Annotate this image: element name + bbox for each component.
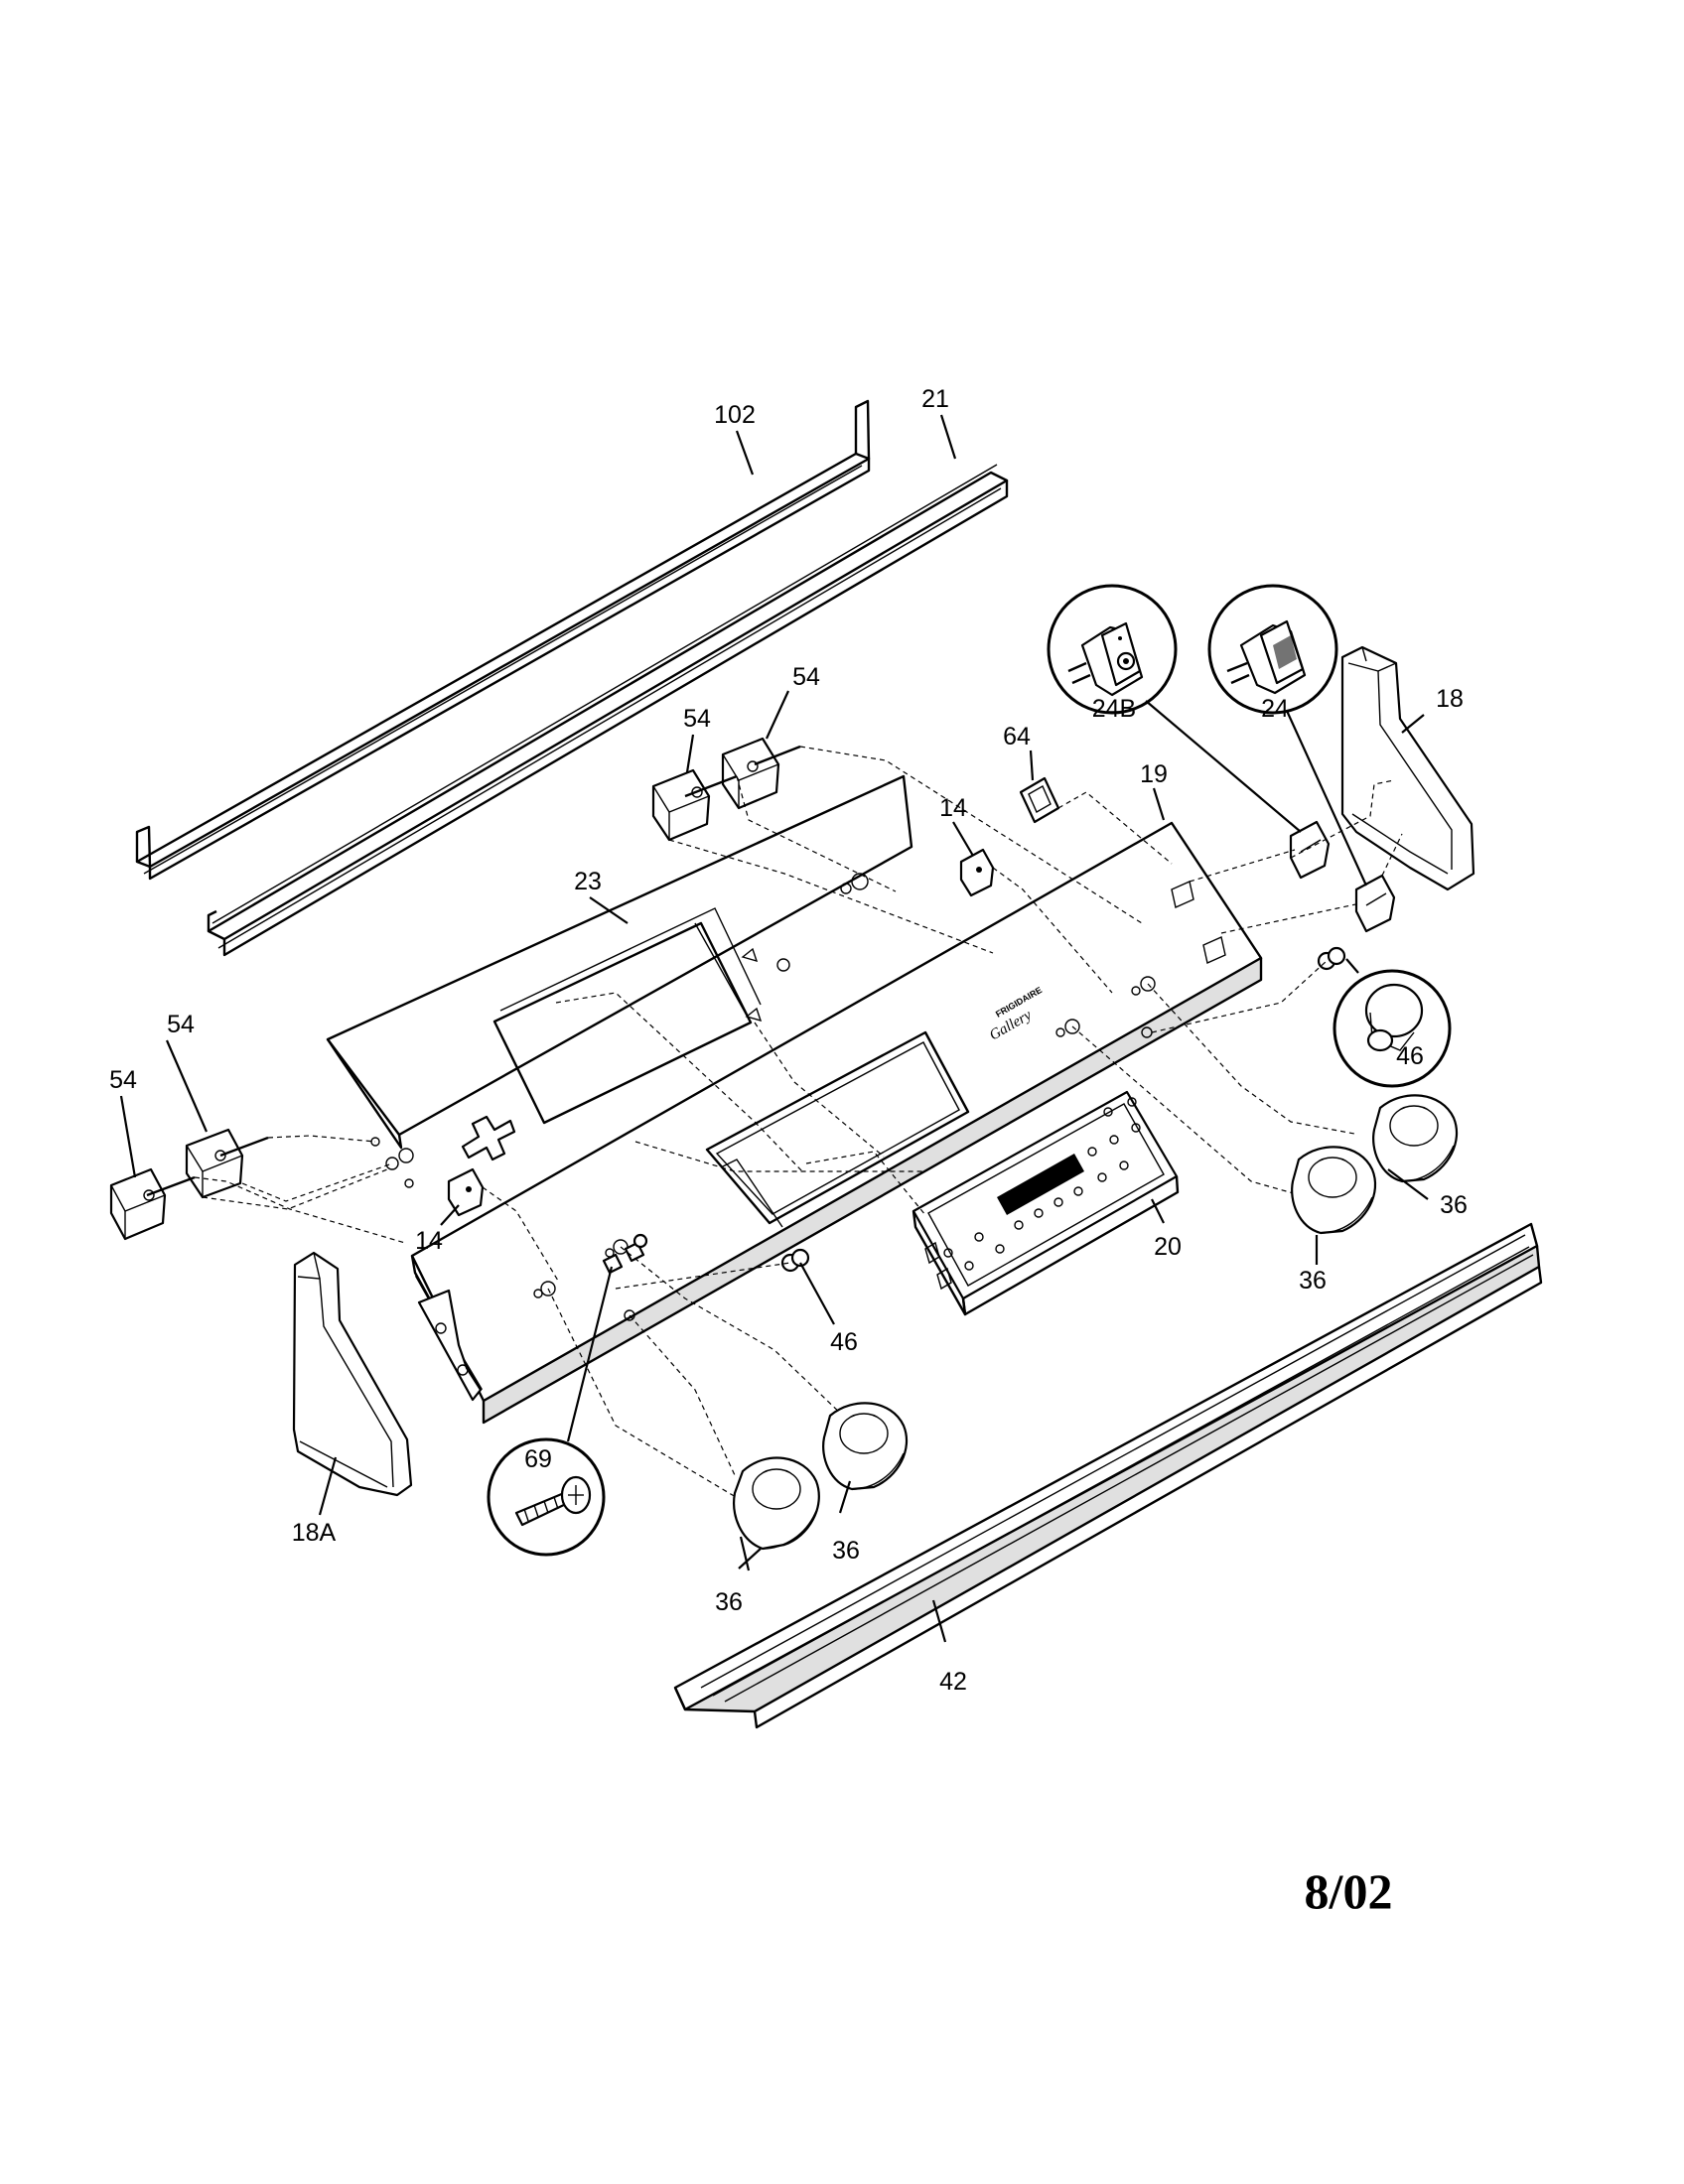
callout-102: 102 xyxy=(714,401,756,429)
part-102-trim xyxy=(135,399,871,881)
part-18-right-end-cap xyxy=(1340,645,1475,891)
part-19-control-panel: FRIGIDAIRE Gallery xyxy=(410,821,1263,1425)
part-36-knob-lower-left xyxy=(733,1456,820,1551)
callout-54: 54 xyxy=(167,1011,195,1038)
callout-36: 36 xyxy=(1299,1267,1327,1295)
leader-lines xyxy=(119,414,1429,1643)
callout-46: 46 xyxy=(1396,1042,1424,1070)
callout-54: 54 xyxy=(792,663,820,691)
part-18a-left-end-cap xyxy=(292,1251,413,1497)
part-54-switch-top-right xyxy=(721,737,801,810)
callout-54: 54 xyxy=(109,1066,137,1094)
part-54-switch-left-lower xyxy=(109,1167,196,1241)
inset-24 xyxy=(1207,584,1338,715)
assembly-dashed-lines xyxy=(194,746,1403,1520)
inset-69 xyxy=(487,1437,606,1557)
part-23-inner-panel xyxy=(326,774,913,1188)
part-14-clip-upper xyxy=(959,848,995,897)
part-24-switch-installed xyxy=(1354,874,1396,933)
part-36-knob-lower-mid xyxy=(822,1402,909,1491)
part-69-screws xyxy=(602,1233,648,1275)
part-46-stem-right xyxy=(1317,946,1346,971)
callout-69: 69 xyxy=(524,1445,552,1473)
part-36-knob-right-lower xyxy=(1291,1146,1377,1235)
callout-36: 36 xyxy=(715,1588,743,1616)
part-54-switch-top-left xyxy=(651,768,738,842)
revision-date: 8/02 xyxy=(1304,1863,1393,1919)
callout-14: 14 xyxy=(415,1227,443,1255)
callout-24b: 24B xyxy=(1092,695,1136,723)
part-14-clip-lower xyxy=(447,1167,485,1217)
callout-18: 18 xyxy=(1436,685,1464,713)
callout-46: 46 xyxy=(830,1328,858,1356)
callout-20: 20 xyxy=(1154,1233,1182,1261)
part-24b-switch-installed xyxy=(1289,820,1331,880)
part-20-electronic-control xyxy=(912,1090,1180,1316)
part-36-knob-right-upper xyxy=(1372,1094,1459,1183)
inset-24b xyxy=(1047,584,1178,715)
part-64-plate xyxy=(1019,776,1060,824)
callout-36: 36 xyxy=(1440,1191,1468,1219)
callout-19: 19 xyxy=(1140,760,1168,788)
callout-64: 64 xyxy=(1003,723,1031,751)
part-46-stem-lower xyxy=(780,1248,810,1273)
callout-18a: 18A xyxy=(292,1519,337,1547)
inset-46 xyxy=(1333,969,1452,1088)
callout-14: 14 xyxy=(939,794,967,822)
callout-23: 23 xyxy=(574,868,602,895)
callout-labels: 102 21 54 54 54 54 64 14 19 24B 24 18 23… xyxy=(109,385,1468,1696)
part-54-switch-left-upper xyxy=(185,1128,269,1199)
callout-42: 42 xyxy=(939,1668,967,1696)
callout-54: 54 xyxy=(683,705,711,733)
callout-24: 24 xyxy=(1261,695,1289,723)
part-42-lower-trim xyxy=(673,1222,1543,1729)
callout-21: 21 xyxy=(921,385,949,413)
part-21-channel xyxy=(207,464,1009,957)
callout-36: 36 xyxy=(832,1537,860,1565)
